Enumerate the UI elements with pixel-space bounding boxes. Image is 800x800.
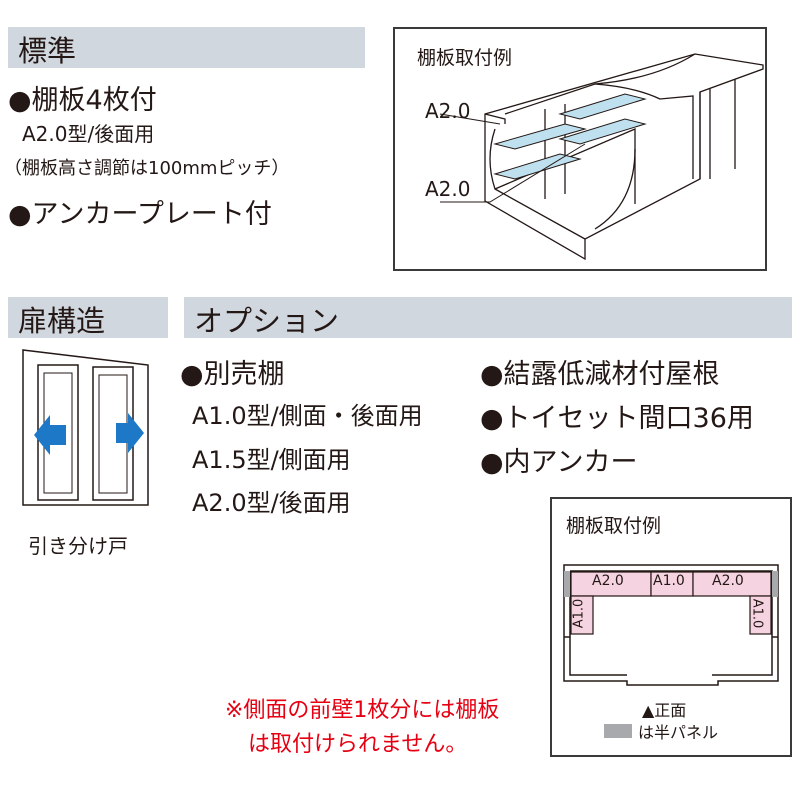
back-shelf-label-2: A1.0 <box>653 573 685 589</box>
half-panel-left <box>564 571 570 597</box>
half-panel-legend-label: は半パネル <box>638 723 719 742</box>
shelf-label-lower: A2.0 <box>425 177 471 201</box>
option-inner-anchor: ●内アンカー <box>480 447 638 478</box>
side-shelf-label-right: A1.0 <box>749 598 765 629</box>
options-heading-bar: オプション <box>184 297 792 338</box>
standard-item-shelves: ●棚板4枚付 <box>8 85 157 116</box>
option-toiset: ●トイセット間口36用 <box>480 403 754 434</box>
back-shelf-label-3: A2.0 <box>712 573 744 589</box>
standard-item-shelf-type: A2.0型/後面用 <box>22 122 155 146</box>
option-shelf-a20: A2.0型/後面用 <box>192 489 351 517</box>
note-line-1: ※側面の前壁1枚分には棚板 <box>225 698 500 723</box>
shelf-plan-diagram <box>563 564 779 686</box>
standard-item-pitch-note: （棚板高さ調節は100mmピッチ） <box>4 158 290 179</box>
door-heading-bar: 扉構造 <box>8 297 168 338</box>
sliding-door-illustration <box>22 349 149 506</box>
option-shelf-a15: A1.5型/側面用 <box>192 446 351 474</box>
half-panel-legend-swatch <box>604 724 632 738</box>
shelf-label-upper: A2.0 <box>425 99 471 123</box>
standard-heading: 標準 <box>18 34 77 68</box>
back-shelf-label-1: A2.0 <box>592 573 624 589</box>
door-heading: 扉構造 <box>18 304 106 338</box>
shelf-example-plan-title: 棚板取付例 <box>566 515 662 537</box>
note-line-2: は取付けられません。 <box>248 732 468 757</box>
option-shelf: ●別売棚 <box>180 359 285 390</box>
option-shelf-a10: A1.0型/側面・後面用 <box>192 402 423 430</box>
standard-heading-bar: 標準 <box>8 27 365 68</box>
front-label: ▲正面 <box>642 701 687 720</box>
standard-item-anchor: ●アンカープレート付 <box>8 199 272 230</box>
option-roof: ●結露低減材付屋根 <box>480 359 720 390</box>
half-panel-right <box>772 571 778 597</box>
shelf-example-3d-title: 棚板取付例 <box>417 47 513 69</box>
arrow-right-icon <box>116 413 144 453</box>
shelf-example-plan-panel: 棚板取付例 A2.0 A1.0 A2.0 A1.0 A1.0 ▲正面 は半パネル <box>550 497 792 757</box>
side-shelf-label-left: A1.0 <box>571 598 587 629</box>
storage-shed-3d-illustration <box>439 53 764 261</box>
door-caption: 引き分け戸 <box>28 534 128 558</box>
arrow-left-icon <box>34 415 66 455</box>
shelf-example-3d-panel: 棚板取付例 A2.0 A2.0 <box>393 27 767 271</box>
options-heading: オプション <box>194 304 340 338</box>
